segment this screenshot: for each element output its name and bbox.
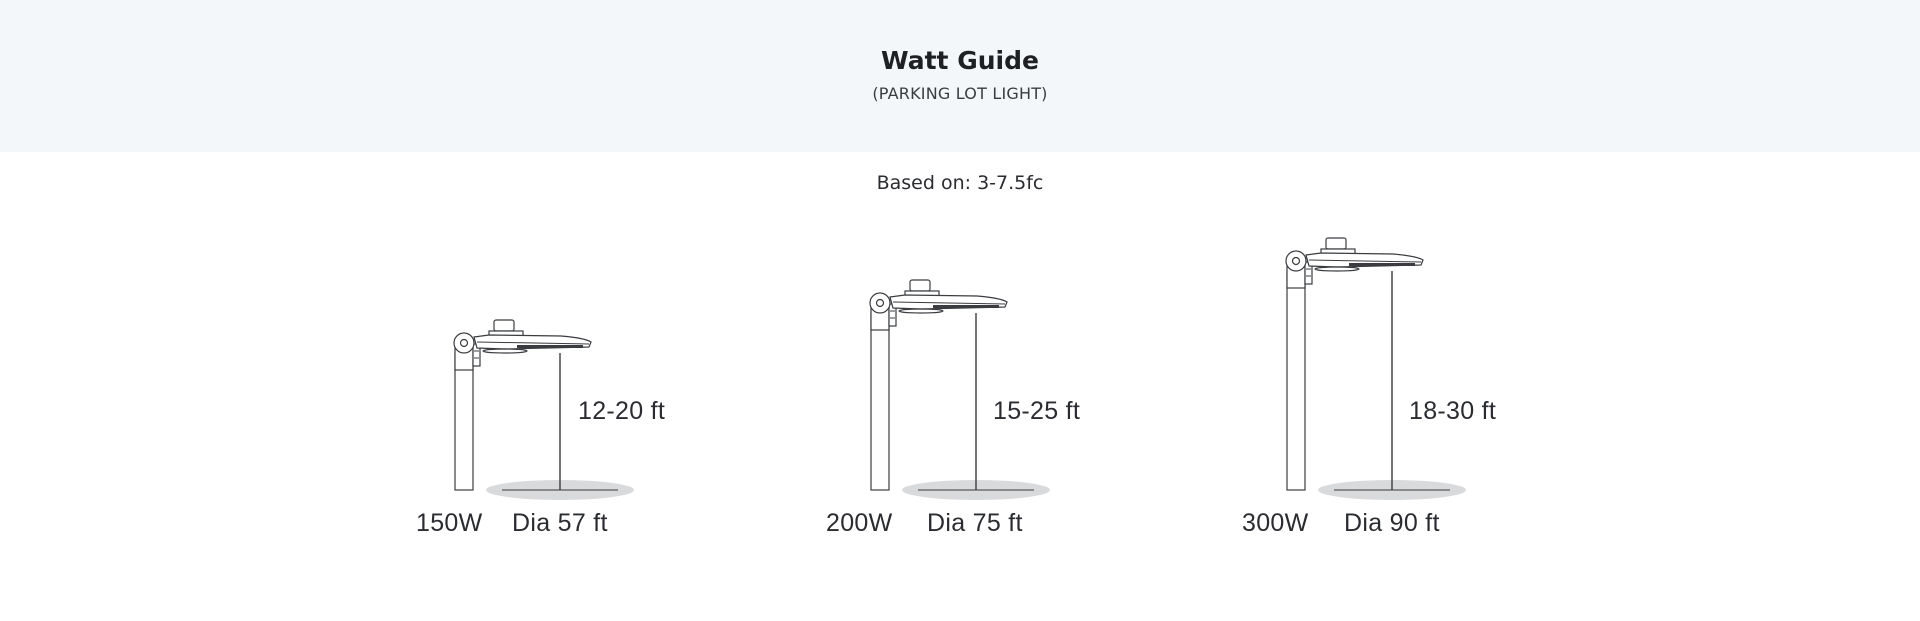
wattage-label: 150W [416,509,483,537]
pole [454,352,474,491]
driver-box [493,319,515,332]
fixture-150w: 12-20 ft 150W Dia 57 ft [400,0,820,621]
led-strip [1349,263,1415,266]
fixture-300w: 18-30 ft 300W Dia 90 ft [1232,0,1652,621]
mounting-height-label: 18-30 ft [1409,397,1497,425]
led-strip [933,305,999,308]
page-title: Watt Guide [881,46,1039,75]
diameter-label: Dia 90 ft [1344,509,1440,537]
pivot-knuckle [1285,250,1307,272]
page-subtitle: (PARKING LOT LIGHT) [872,84,1048,103]
fixture-200w: 15-25 ft 200W Dia 75 ft [816,0,1236,621]
diameter-label: Dia 75 ft [927,509,1023,537]
mounting-height-label: 15-25 ft [993,397,1081,425]
pole [870,312,890,491]
parking-lot-light-icon [1285,237,1466,500]
led-strip [517,345,583,348]
diameter-label: Dia 57 ft [512,509,608,537]
wattage-label: 200W [826,509,893,537]
driver-box [1325,237,1347,250]
pivot-knuckle [453,332,475,354]
basis-note: Based on: 3-7.5fc [876,172,1044,194]
pivot-knuckle [869,292,891,314]
parking-lot-light-icon [869,279,1050,500]
header-banner: Watt Guide (PARKING LOT LIGHT) [0,0,1920,152]
driver-box [909,279,931,292]
parking-lot-light-icon [453,319,634,500]
pole [1286,270,1306,491]
wattage-label: 300W [1242,509,1309,537]
mounting-height-label: 12-20 ft [578,397,666,425]
